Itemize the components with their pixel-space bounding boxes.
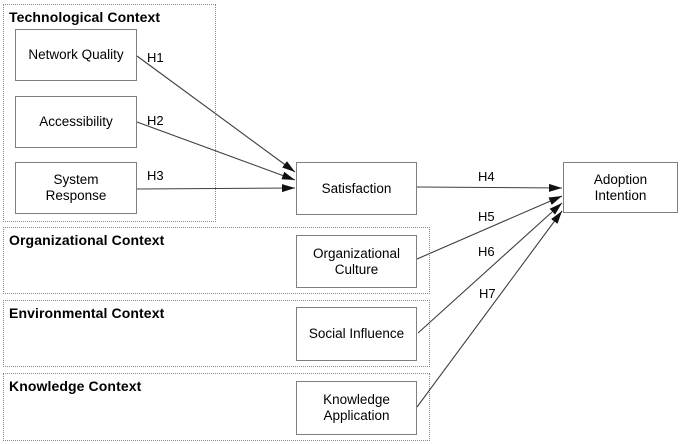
- h2-label: H2: [147, 113, 164, 128]
- h1-label: H1: [147, 50, 164, 65]
- h4-arrow: [416, 183, 563, 192]
- h7-label: H7: [479, 286, 496, 301]
- node-accessibility: Accessibility: [15, 96, 137, 148]
- h7-arrow: [416, 210, 563, 408]
- h3-label: H3: [147, 168, 164, 183]
- node-system-response: System Response: [15, 162, 137, 214]
- h5-label: H5: [478, 209, 495, 224]
- knowledge-context-title: Knowledge Context: [9, 378, 142, 394]
- node-knowledge-application: Knowledge Application: [296, 381, 417, 435]
- node-satisfaction: Satisfaction: [296, 162, 417, 215]
- node-social-influence: Social Influence: [296, 307, 417, 361]
- node-network-quality: Network Quality: [15, 29, 137, 81]
- h6-label: H6: [478, 244, 495, 259]
- environmental-context-title: Environmental Context: [9, 305, 165, 321]
- node-organizational-culture: Organizational Culture: [296, 235, 417, 288]
- node-adoption-intention: Adoption Intention: [563, 162, 678, 213]
- organizational-context-title: Organizational Context: [9, 232, 165, 248]
- h4-label: H4: [478, 169, 495, 184]
- technological-context-title: Technological Context: [9, 9, 161, 25]
